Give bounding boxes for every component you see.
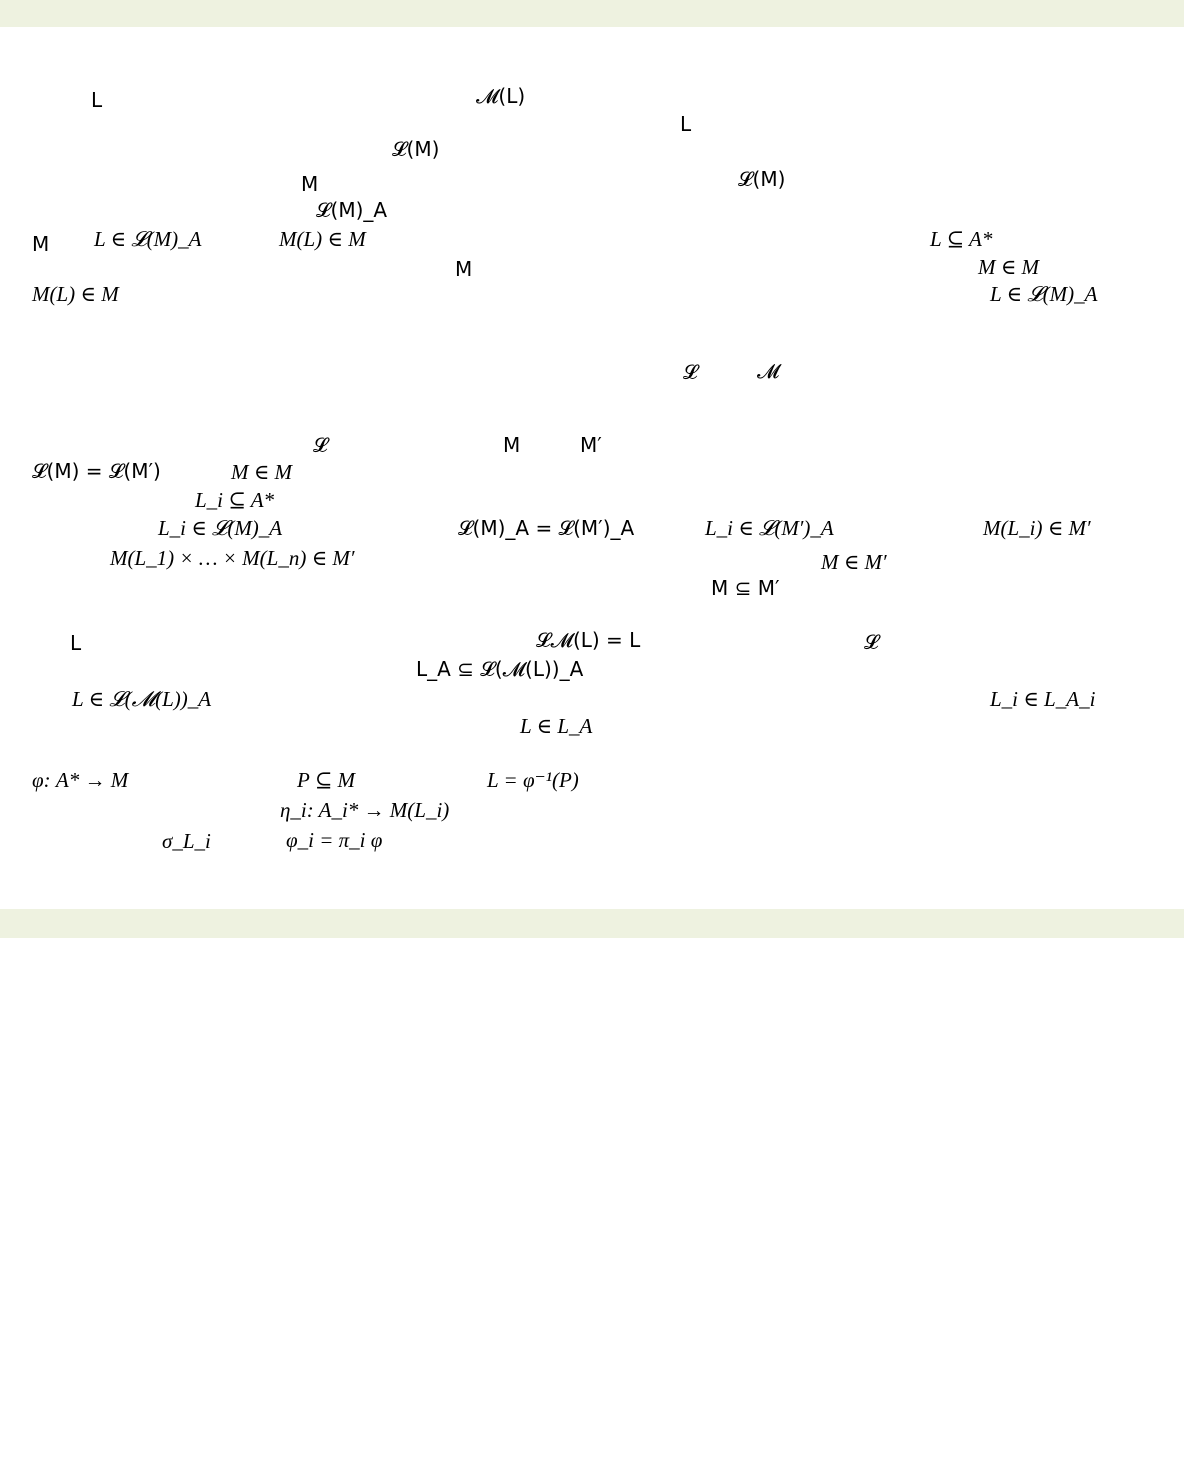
math-fragment: L [680,112,692,136]
math-fragment: 𝓛(M)_A = 𝓛(M′)_A [458,516,635,540]
document-page [0,27,1184,909]
math-fragment: L_A ⊆ 𝓛(𝓜(L))_A [416,657,584,681]
math-fragment: L ∈ L_A [520,714,593,738]
math-fragment: M [32,232,50,256]
math-fragment: 𝓛𝓜(L) = L [536,628,641,652]
math-fragment: 𝓛(M) [738,167,786,191]
math-fragment: η_i: A_i* → M(L_i) [280,798,450,822]
math-fragment: φ: A* → M [32,768,129,792]
math-fragment: 𝓛(M) = 𝓛(M′) [32,459,161,483]
math-fragment: 𝓜 [757,359,780,383]
math-fragment: P ⊆ M [297,768,356,792]
math-fragment: 𝓜(L) [476,84,526,108]
math-fragment: L [70,631,82,655]
math-fragment: M(L_1) × … × M(L_n) ∈ M′ [110,546,355,570]
math-fragment: M ∈ M′ [821,550,887,574]
math-fragment: M ∈ M [978,255,1040,279]
math-fragment: L ∈ 𝓛(M)_A [94,227,202,251]
math-fragment: 𝓛 [683,360,698,384]
math-fragment: L [91,88,103,112]
math-fragment: L_i ∈ L_A_i [990,687,1096,711]
math-fragment: 𝓛(M)_A [316,198,388,222]
bottom-band [0,909,1184,938]
math-fragment: L ∈ 𝓛(M)_A [990,282,1098,306]
math-fragment: 𝓛 [313,433,328,457]
math-fragment: M [455,257,473,281]
math-fragment: M [301,172,319,196]
math-fragment: σ_L_i [162,829,211,853]
math-fragment: L_i ∈ 𝓛(M′)_A [705,516,834,540]
math-fragment: 𝓛 [864,630,879,654]
math-fragment: L ∈ 𝓛(𝓜(L))_A [72,687,212,711]
math-fragment: M ⊆ M′ [711,576,780,600]
math-fragment: M′ [580,433,602,457]
math-fragment: M(L) ∈ M [279,227,366,251]
math-fragment: M [503,433,521,457]
math-fragment: M(L_i) ∈ M′ [983,516,1091,540]
math-fragment: L ⊆ A* [930,227,993,251]
math-fragment: L_i ∈ 𝓛(M)_A [158,516,283,540]
math-fragment: 𝓛(M) [392,137,440,161]
math-fragment: M(L) ∈ M [32,282,119,306]
top-band [0,0,1184,27]
math-fragment: L_i ⊆ A* [195,488,275,512]
math-fragment: φ_i = π_i φ [286,828,383,852]
math-fragment: M ∈ M [231,460,293,484]
math-fragment: L = φ⁻¹(P) [487,768,579,792]
